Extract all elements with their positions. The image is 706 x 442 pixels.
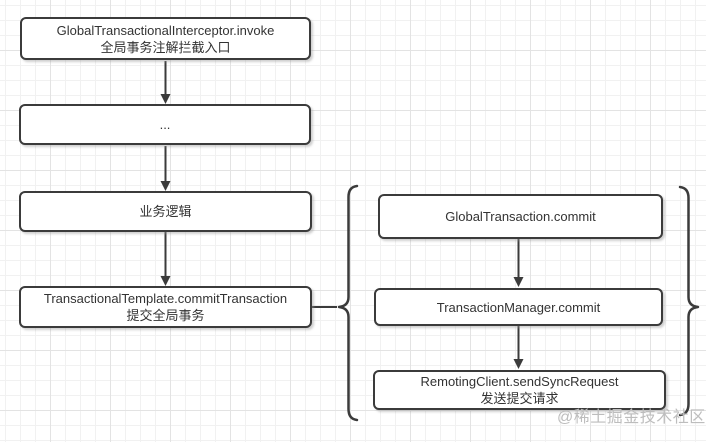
node-label-primary: TransactionManager.commit — [436, 299, 601, 315]
left-curly-brace — [337, 184, 359, 422]
flow-node-global-transaction-commit: GlobalTransaction.commit — [378, 194, 663, 239]
watermark: @稀土掘金技术社区 — [557, 409, 706, 426]
flow-node-business-logic: 业务逻辑 — [19, 191, 312, 232]
flow-node-transaction-manager-commit: TransactionManager.commit — [374, 288, 663, 326]
node-label-primary: ... — [159, 117, 171, 132]
flow-node-ellipsis: ... — [19, 104, 311, 145]
node-label-primary: 业务逻辑 — [139, 204, 192, 219]
node-label-primary: GlobalTransaction.commit — [445, 209, 596, 224]
node-label-secondary: 提交全局事务 — [126, 308, 205, 323]
flow-node-remoting-client-send: RemotingClient.sendSyncRequest 发送提交请求 — [373, 370, 666, 410]
arrowhead-icon — [513, 277, 524, 287]
node-label-primary: TransactionalTemplate.commitTransaction — [43, 291, 288, 306]
arrowhead-icon — [160, 94, 171, 104]
node-label-primary: RemotingClient.sendSyncRequest — [420, 374, 619, 389]
node-label-primary: GlobalTransactionalInterceptor.invoke — [56, 22, 275, 38]
arrowhead-icon — [160, 276, 171, 286]
node-label-secondary: 发送提交请求 — [480, 391, 559, 406]
right-curly-brace — [678, 185, 700, 417]
flow-node-interceptor-invoke: GlobalTransactionalInterceptor.invoke 全局… — [20, 17, 311, 60]
flow-node-commit-transaction: TransactionalTemplate.commitTransaction … — [19, 286, 312, 328]
node-label-secondary: 全局事务注解拦截入口 — [100, 39, 231, 55]
arrowhead-icon — [513, 359, 524, 369]
arrowhead-icon — [160, 181, 171, 191]
